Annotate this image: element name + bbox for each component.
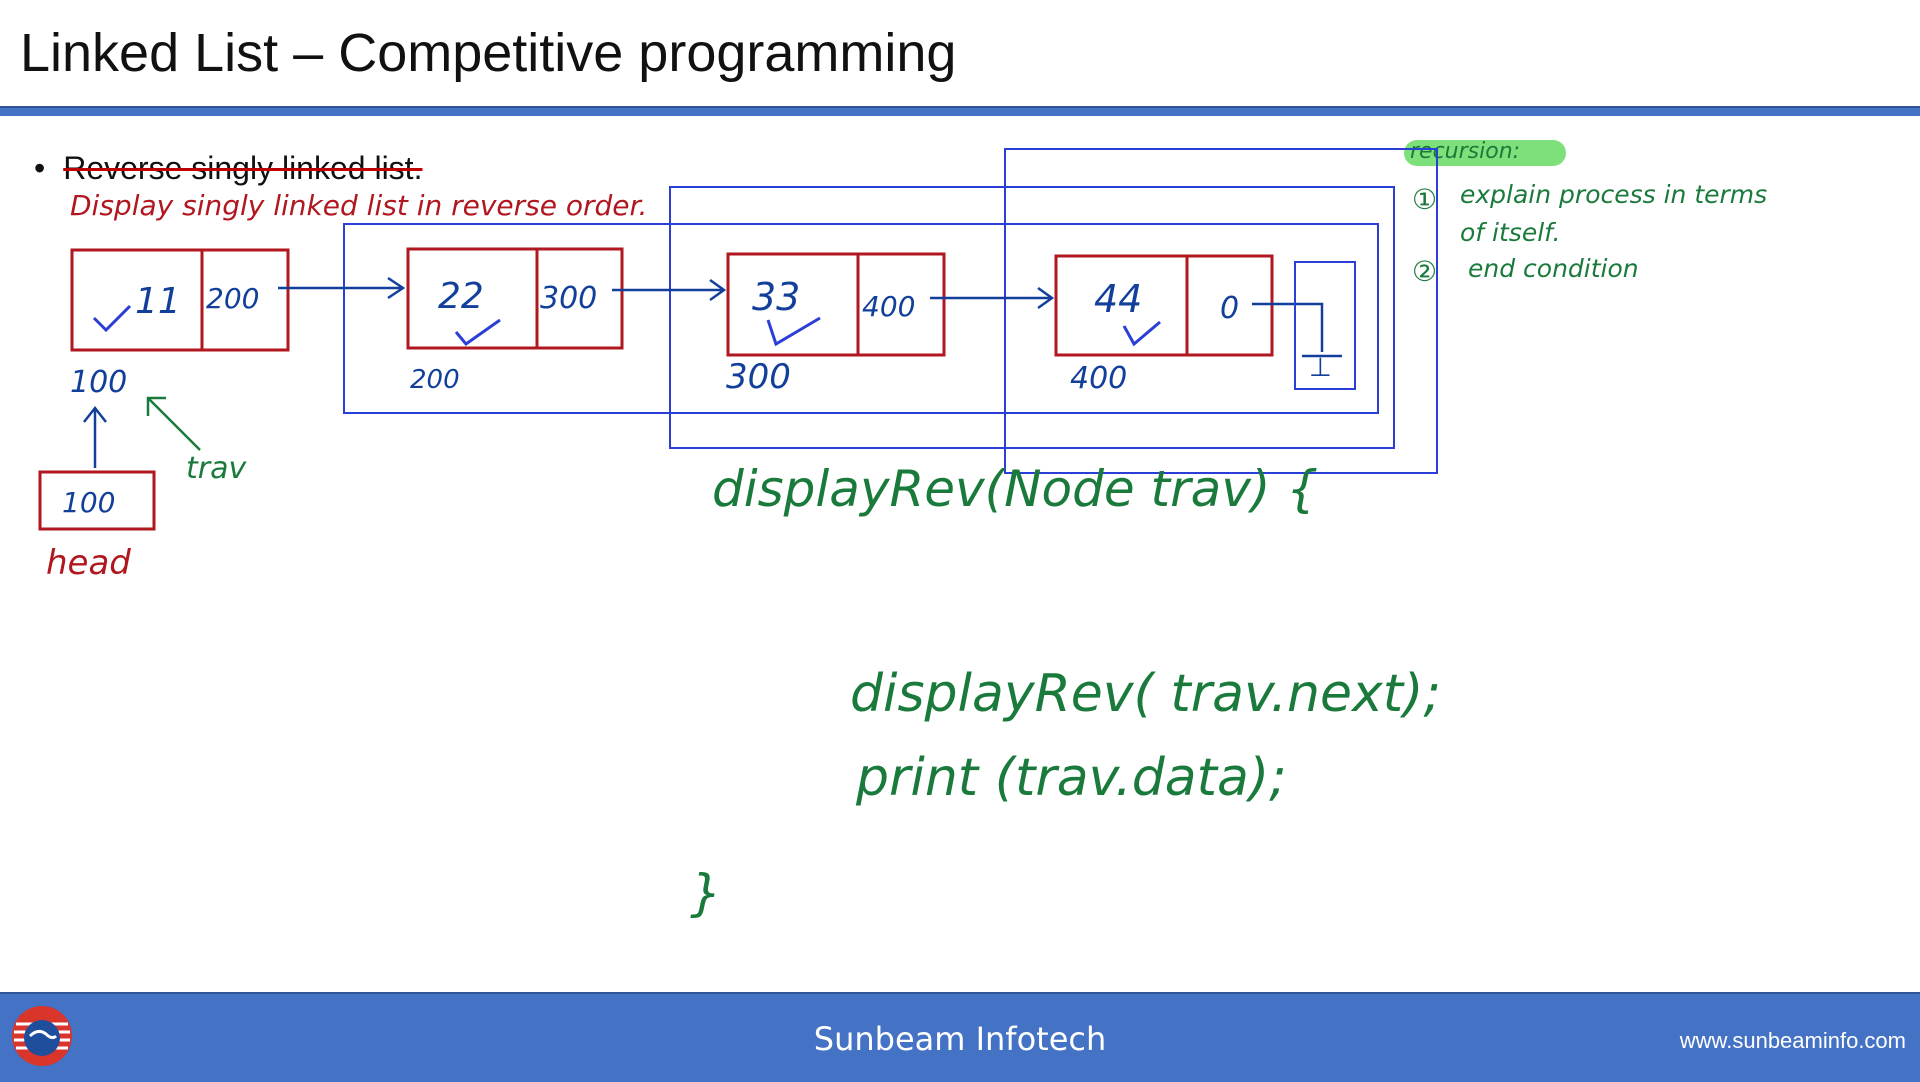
bullet-item: • Reverse singly linked list.: [34, 150, 422, 187]
node-2-check: [454, 318, 501, 347]
arrow-node3-to-node4: [930, 286, 1055, 310]
closing-brace: }: [690, 864, 722, 922]
null-pointer-line: [1252, 302, 1342, 358]
arrow-node2-to-node3: [612, 278, 727, 302]
node-1: 11 200 100: [70, 248, 290, 400]
recursion-point-2: end condition: [1468, 254, 1639, 283]
recursion-point-1-number: ①: [1412, 183, 1438, 216]
node-2-next: 300: [540, 281, 597, 316]
node-1-next: 200: [206, 282, 259, 315]
node-3: 33 400 300: [726, 252, 946, 397]
bullet-dot: •: [34, 150, 46, 186]
head-arrow: [83, 405, 107, 468]
footer-bar: Sunbeam Infotech www.sunbeaminfo.com: [0, 992, 1920, 1082]
recursion-frame-3: [669, 186, 1395, 449]
title-underline: [0, 106, 1920, 116]
footer-company: Sunbeam Infotech: [813, 1020, 1107, 1058]
head-pointer: 100 head: [38, 405, 156, 583]
node-2-data: 22: [438, 276, 484, 317]
node-4-next: 0: [1220, 291, 1239, 326]
node-3-address: 300: [726, 357, 791, 397]
head-value: 100: [62, 486, 115, 519]
node-4-check: [1122, 320, 1161, 347]
arrow-node1-to-node2: [278, 276, 406, 300]
node-3-next: 400: [862, 290, 915, 323]
node-3-data: 33: [752, 275, 800, 319]
recursion-point-2-number: ②: [1412, 255, 1438, 288]
node-4-data: 44: [1094, 277, 1142, 321]
recursion-frame-2: [343, 223, 1379, 414]
title-underline-edge: [0, 106, 1920, 108]
node-4: 44 0 400: [1054, 254, 1274, 396]
null-mark: ⊥: [1309, 353, 1332, 383]
pointer-arrows: [278, 276, 1342, 358]
node-1-address: 100: [70, 365, 127, 400]
head-label: head: [46, 543, 131, 583]
node-4-address: 400: [1070, 361, 1127, 396]
recursion-point-1-line-2: of itself.: [1460, 218, 1561, 247]
null-box: [1294, 261, 1356, 390]
task-annotation: Display singly linked list in reverse or…: [70, 189, 648, 222]
function-signature: displayRev(Node trav) {: [712, 460, 1319, 518]
trav-arrow: [146, 396, 201, 451]
node-2-address: 200: [410, 365, 460, 395]
recursion-frame-4: [1004, 148, 1438, 474]
sunbeam-logo: [12, 1006, 72, 1066]
code-line-print: print (trav.data);: [856, 748, 1287, 808]
node-3-check: [766, 316, 821, 347]
node-1-check: [92, 304, 132, 333]
slide-title: Linked List – Competitive programming: [20, 23, 957, 83]
node-1-data: 11: [135, 281, 181, 322]
recursion-point-1-line-1: explain process in terms: [1460, 180, 1768, 209]
footer-url[interactable]: www.sunbeaminfo.com: [1679, 1028, 1906, 1053]
node-2: 22 300 200: [406, 247, 624, 395]
bullet-text: Reverse singly linked list.: [63, 150, 423, 186]
trav-pointer: trav: [146, 396, 247, 486]
code-line-recursive-call: displayRev( trav.next);: [850, 664, 1441, 724]
trav-label: trav: [186, 451, 247, 486]
recursion-highlight: [1404, 140, 1566, 166]
